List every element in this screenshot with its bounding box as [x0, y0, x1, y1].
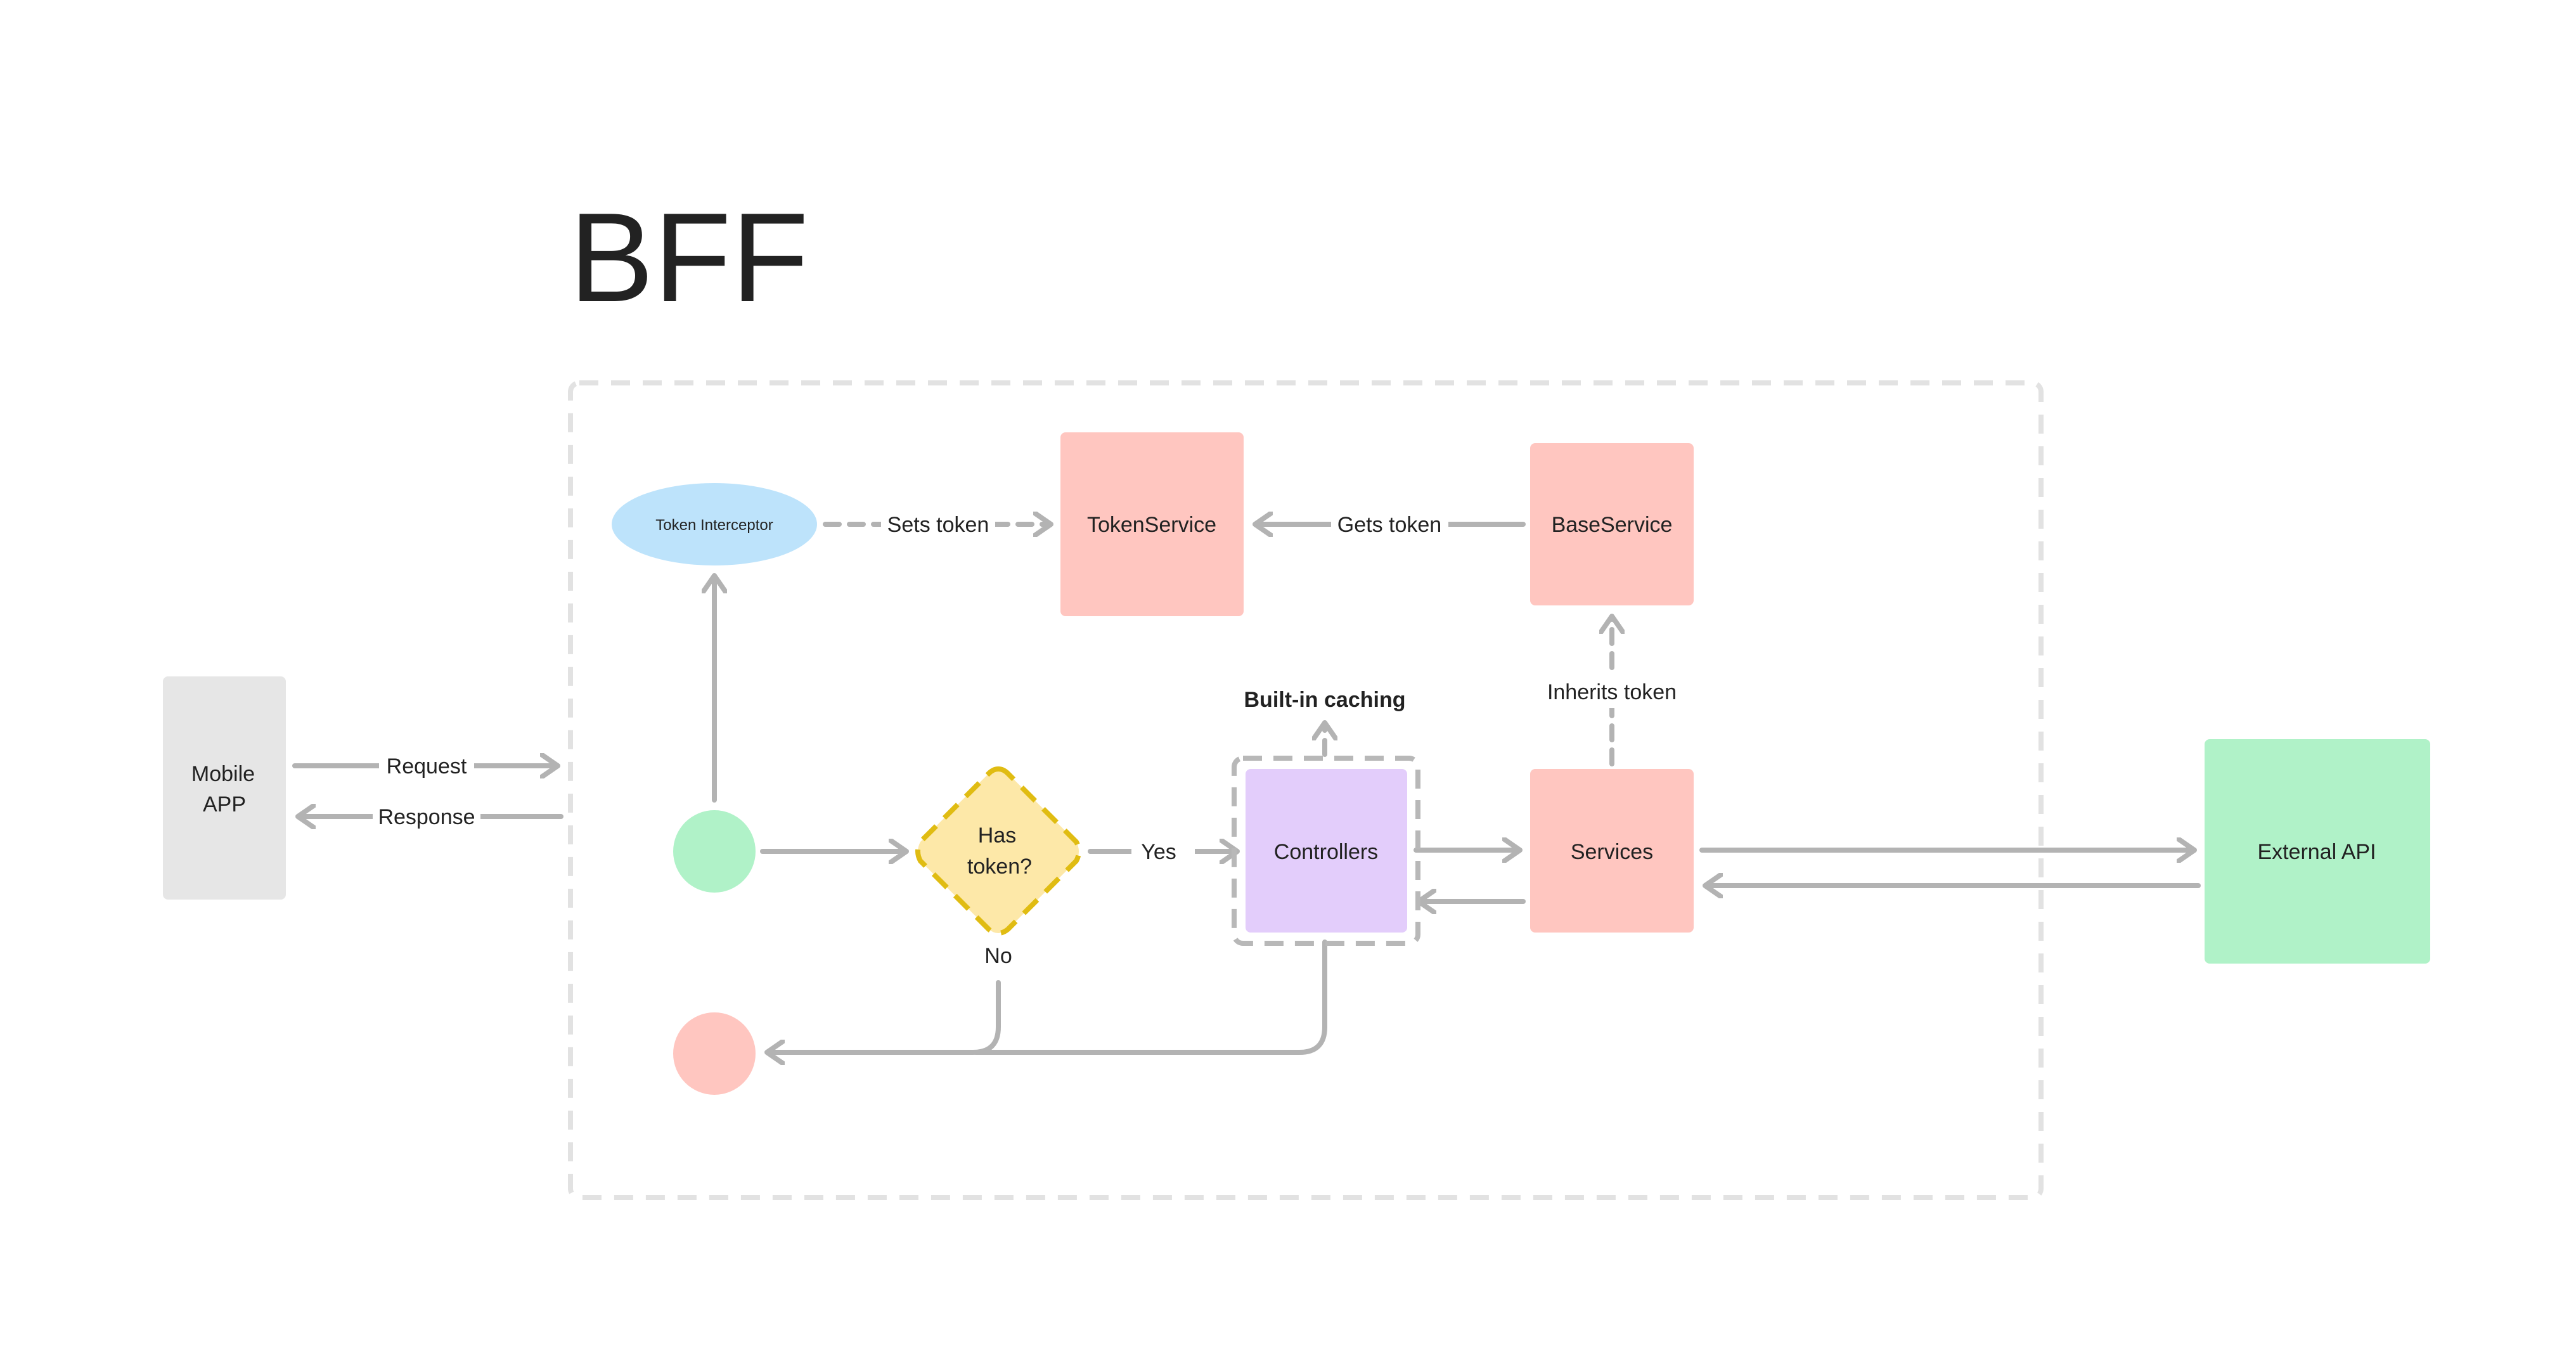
external-api-label: External API: [2257, 840, 2376, 864]
mobile-app-label-line2: APP: [203, 792, 246, 817]
controllers-node: Controllers: [1232, 756, 1420, 946]
token-service-label: TokenService: [1087, 513, 1216, 537]
sets-token-label: Sets token: [887, 513, 989, 537]
base-service-node: BaseService: [1530, 443, 1694, 605]
built-in-caching-label: Built-in caching: [1244, 688, 1406, 712]
has-token-decision: Has token?: [915, 766, 1081, 936]
token-interceptor-label: Token Interceptor: [655, 517, 773, 534]
has-token-label-line2: token?: [967, 855, 1032, 879]
token-service-node: TokenService: [1060, 432, 1244, 616]
services-node: Services: [1530, 769, 1694, 933]
has-token-label-line1: Has: [978, 823, 1016, 848]
external-api-node: External API: [2205, 739, 2430, 964]
controllers-label: Controllers: [1274, 840, 1378, 864]
inherits-token-label: Inherits token: [1547, 680, 1677, 704]
diagram-title: BFF: [569, 187, 809, 328]
no-path: [764, 980, 1001, 1052]
token-interceptor-node: Token Interceptor: [612, 483, 817, 565]
end-node: [673, 1012, 756, 1095]
caching-frame: [1232, 756, 1420, 946]
mobile-app-node: Mobile APP: [163, 676, 286, 900]
start-node: [673, 810, 756, 893]
yes-label: Yes: [1141, 840, 1176, 864]
gets-token-label: Gets token: [1337, 513, 1441, 537]
no-label: No: [984, 944, 1012, 968]
controllers-to-end-path: [974, 940, 1327, 1055]
base-service-label: BaseService: [1552, 513, 1673, 537]
mobile-app-label-line1: Mobile: [191, 762, 255, 786]
services-label: Services: [1571, 840, 1653, 864]
response-label: Response: [378, 805, 475, 829]
request-label: Request: [387, 754, 467, 778]
